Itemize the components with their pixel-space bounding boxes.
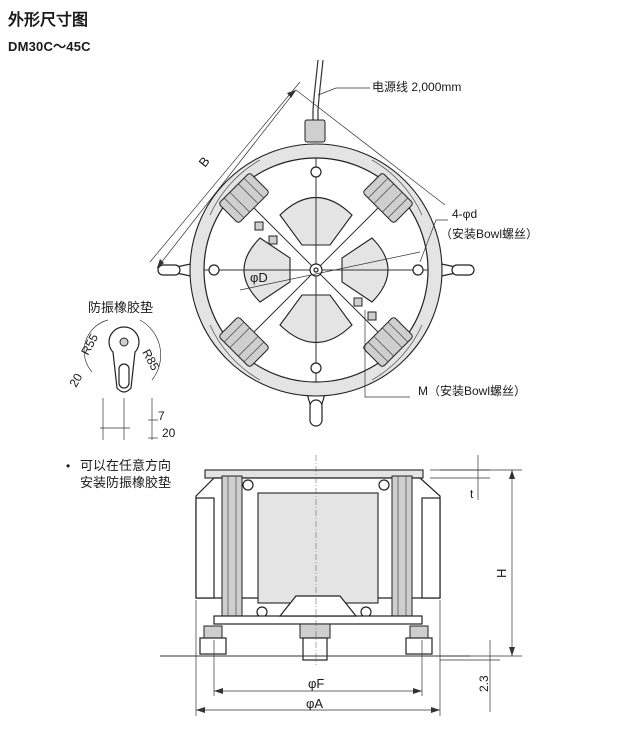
- phi-d-label: φD: [250, 270, 268, 285]
- note-bullet: •: [66, 459, 70, 473]
- cable-length-label: 电源线 2,000mm: [372, 80, 461, 94]
- pad-width-20-label: 20: [66, 371, 85, 390]
- note-line-1: 可以在任意方向: [80, 458, 171, 473]
- top-view: [149, 59, 475, 428]
- side-view: [160, 455, 522, 716]
- cable-gland: [304, 119, 326, 143]
- page-title: 外形尺寸图: [8, 12, 89, 29]
- model-range: DM30C～45C: [8, 39, 91, 54]
- dimension-h-label: H: [494, 569, 509, 578]
- bowl-screw-note-lower: M（安装Bowl螺丝）: [418, 383, 526, 398]
- radius-85-label: R85: [139, 347, 162, 373]
- dimension-2-3-label: 2.3: [477, 675, 491, 692]
- pad-offset-20-label: 20: [162, 426, 176, 440]
- bowl-screw-note-upper: （安装Bowl螺丝）: [440, 226, 538, 241]
- phi-a-label: φA: [306, 696, 323, 711]
- hole-dimension-label: 4-φd: [452, 207, 477, 221]
- dimension-b-label: B: [196, 154, 213, 170]
- dimension-t-label: t: [470, 487, 474, 501]
- note-line-2: 安装防振橡胶垫: [80, 475, 171, 490]
- phi-f-label: φF: [308, 676, 324, 691]
- rubber-pad-title: 防振橡胶垫: [88, 300, 153, 315]
- radius-55-label: R55: [78, 331, 101, 357]
- rubber-pad-detail: [83, 319, 162, 440]
- pad-offset-7-label: 7: [158, 409, 165, 423]
